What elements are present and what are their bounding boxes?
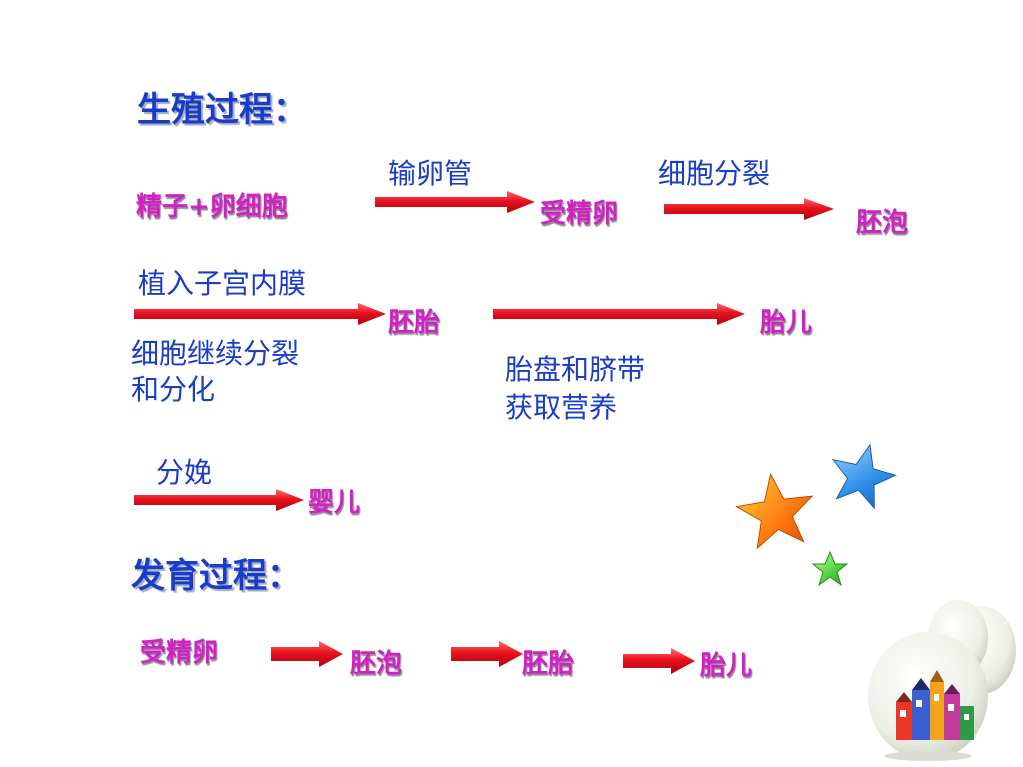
dev-arrow-2 <box>451 641 523 667</box>
stage-fetus: 胎儿 <box>760 308 813 338</box>
note-delivery: 分娩 <box>156 456 213 489</box>
star-orange-icon <box>735 472 814 550</box>
stage-blastocyst: 胚泡 <box>856 208 909 238</box>
dev-arrow-3 <box>623 648 695 674</box>
note-placenta-line2: 获取营养 <box>505 391 618 424</box>
stage-baby: 婴儿 <box>308 488 361 518</box>
easter-eggs-icon <box>868 600 1016 761</box>
note-oviduct: 输卵管 <box>388 157 473 190</box>
dev-arrow-1 <box>271 641 343 667</box>
arrow-4 <box>493 303 745 325</box>
reproduction-heading: 生殖过程： <box>137 90 307 130</box>
dev-stage-blastocyst: 胚泡 <box>350 649 403 679</box>
stage-zygote: 受精卵 <box>540 199 619 229</box>
note-placenta-line1: 胎盘和脐带 <box>505 353 646 386</box>
stage-sperm-egg: 精子+卵细胞 <box>136 192 288 222</box>
arrow-5 <box>134 489 304 511</box>
development-heading: 发育过程： <box>131 556 301 596</box>
note-continue-line1: 细胞继续分裂 <box>131 337 300 370</box>
note-continue-line2: 和分化 <box>131 373 216 406</box>
dev-stage-zygote: 受精卵 <box>140 638 219 668</box>
star-blue-icon <box>831 443 897 510</box>
arrow-1 <box>375 191 535 213</box>
arrow-3 <box>134 303 386 325</box>
dev-stage-embryo: 胚胎 <box>522 649 575 679</box>
stage-embryo: 胚胎 <box>388 308 441 338</box>
note-implant: 植入子宫内膜 <box>138 267 307 300</box>
dev-stage-fetus: 胎儿 <box>700 651 753 681</box>
arrow-2 <box>664 198 834 220</box>
note-cell-division: 细胞分裂 <box>658 157 771 190</box>
star-green-icon <box>811 550 849 587</box>
